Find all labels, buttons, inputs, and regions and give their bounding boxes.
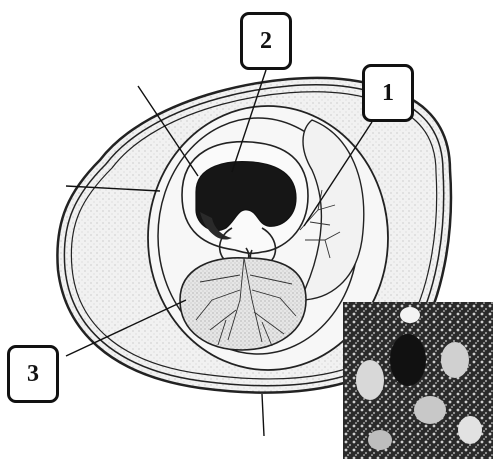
label-box-3: 3	[7, 345, 59, 403]
pointer-line-bottom	[262, 394, 264, 436]
label-box-1: 1	[362, 64, 414, 122]
label-1-text: 1	[382, 80, 394, 107]
label-2-text: 2	[260, 28, 272, 55]
photo-inset	[343, 302, 493, 459]
label-box-2: 2	[240, 12, 292, 70]
label-3-text: 3	[27, 361, 39, 388]
